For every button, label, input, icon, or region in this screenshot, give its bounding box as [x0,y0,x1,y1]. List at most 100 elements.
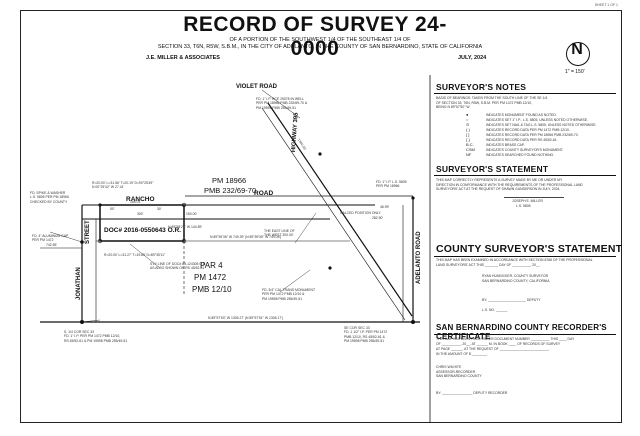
county-by-deputy: BY: ____________________ DEPUTY [482,298,541,302]
recorder-rule [434,334,616,335]
notes-line-2: OF SECTION 33, T6N, R5W, S.B.M. PER PM 1… [436,100,533,105]
note-bearing-top: N 89°59'36" W 749.39' (N 89°59'35" W 749… [210,235,282,239]
monument-ip-top [318,152,322,156]
note-dist-right: 282.90' [372,216,384,220]
note-rancho-dims: 165.01' [130,200,142,204]
legend-sym-4: [ ] [466,132,470,137]
recorder-line-4: IN THE AMOUNT OF $ ________. [436,352,488,356]
legend-sym-1: ○ [466,117,469,122]
county-statement-heading: COUNTY SURVEYOR'S STATEMENT [436,243,623,255]
assessor-county: SAN BERNARDINO COUNTY [436,374,482,378]
monument-spike [98,203,102,207]
county-line-1: THIS MAP HAS BEEN EXAMINED IN ACCORDANCE… [436,258,593,262]
recorder-line-1: THIS MAP HAS BEEN FILED UNDER DOCUMENT N… [436,337,575,341]
legend-sym-5: { } [466,137,470,142]
county-ls-no: L.S. NO. ______ [482,308,508,312]
note-bearing-bottom: N 89°57'50" W 1305.27' (N 89°57'51" W 13… [208,316,283,320]
road-label-jonathan: JONATHAN [76,267,82,300]
parcel-pmb-12-10: PMB 12/10 [192,285,232,294]
firm-name: J.E. MILLER & ASSOCIATES [146,55,220,61]
note-dim-46: 46.99' [380,205,390,209]
subtitle-line-2: SECTION 33, T6N, R5W, S.B.M., IN THE CIT… [157,44,483,50]
notes-line-3: BEING N 89°57'50" W [436,105,470,109]
monument-ip-right [411,196,415,200]
legend-text-6: INDICATES BRASS CAP. [486,143,525,147]
legend-text-4: INDICATES RECORD DATA PER PM 18966 PMB 2… [486,133,579,137]
note-fd-al-cap: FD. 4" ALUMINUM CAP PER PM 1472 [32,234,69,243]
subtitle-line-1: OF A PORTION OF THE SOUTHWEST 1/4 OF THE… [229,37,411,43]
note-calced: CALCED POSITION ONLY [340,211,381,215]
statement-line-1: THIS MAP CORRECTLY REPRESENTS A SURVEY M… [436,178,563,182]
recorder-deputy: BY: ________________ DEPUTY RECORDER [436,391,508,395]
note-east-line: THE EAST LINE OF THE WEST 300.00' [264,229,295,238]
note-curve-1: R=20.00' L=31.56' T=20.19' D=90°25'49" N… [92,181,154,190]
surveyors-statement-rule [434,175,616,176]
surveyors-statement-heading: SURVEYOR'S STATEMENT [436,164,549,174]
note-s14-corner: S. 1/4 COR SEC 33 FD. 1" I.P. PER PM 147… [64,330,128,343]
road-label-adelanto: ADELANTO ROAD [416,231,422,284]
legend-sym-6: B.C. [466,142,474,147]
legend-sym-7: CSM [466,147,475,152]
legend-text-2: INDICATES SET NAIL & TAG L.S. 5805, UNLE… [486,123,597,127]
map-scale: 1" = 150' [565,69,585,75]
county-name: SAN BERNARDINO COUNTY, CALIFORNIA [482,278,550,283]
legend-text-8: INDICATES SEARCHED FOUND NOTHING. [486,153,555,157]
monument-s14 [80,320,84,324]
east-line-leader [294,212,317,244]
legend-sym-8: NF [466,152,472,157]
survey-date: JULY, 2024 [458,55,487,61]
legend-sym-3: ( ) [466,127,470,132]
county-line-2: LAND SURVEYORS' ACT THIS _______ DAY OF … [436,262,541,267]
north-letter: N [571,41,583,58]
county-statement-rule [434,256,616,257]
violet-road-leader [261,89,301,119]
recorder-line-2: OF __________, 20__, AT ______ M. IN BOO… [436,342,561,346]
monument-set-se [181,238,187,244]
legend-text-0: INDICATES MONUMENT FOUND AS NOTED. [486,113,557,117]
parcel-pmb-232: PMB 232/69-70 [204,186,257,195]
road-label-road: ROAD [254,190,274,197]
monument-cal-trans [328,266,332,270]
note-se-corner: SE COR SEC 33 FD. 1 1/2" I.P. PER PM 147… [344,326,388,343]
assessor-name: CHRIS WILHITE [436,365,462,369]
note-fd-ip-top: FD. 1" I.P. RCE 25078 IN WELL PER PM 189… [256,97,308,110]
parcel-par-4: PAR 4 [200,261,223,270]
surveyor-signature-line [504,197,564,198]
sheet-border [20,10,622,423]
legend-sym-0: ● [466,112,469,117]
road-label-street: STREET [85,220,91,244]
note-dist-left: 742.55' [46,243,58,247]
surveyors-notes-rule [434,93,616,94]
sly-line-leader [129,243,161,269]
parcel-pm-1472: PM 1472 [194,273,227,282]
legend-text-1: INDICATES SET 1" I.P., L.S. 5805, UNLESS… [486,118,588,122]
note-dim-30: 30' [157,207,162,211]
legend-text-3: INDICATES RECORD DATA PER PM 1472 PMB 12… [486,128,570,132]
recorder-heading: SAN BERNARDINO COUNTY RECORDER'S CERTIFI… [436,323,607,341]
recorder-line-3: AT PAGE ______, AT THE REQUEST OF ______… [436,347,550,351]
highway-395-line [267,102,413,317]
note-fd-spike: FD. SPIKE & WASHER L.S. 5805 PER PM 1896… [30,191,69,204]
monument-set-ne [181,202,187,208]
assessor-title: ASSESSOR-RECORDER [436,369,476,374]
cal-trans-leader [279,269,311,293]
road-label-violet: VIOLET ROAD [236,84,278,90]
statement-line-2: DIRECTION IN CONFORMANCE WITH THE REQUIR… [436,182,583,187]
surveyors-notes-heading: SURVEYOR'S NOTES [436,82,527,92]
parcel-doc-number: DOC# 2016-0550643 O.R. [104,227,181,234]
statement-line-3: SURVEYORS' ACT AT THE REQUEST OF SHAWN G… [436,187,561,191]
parcel-pm-18966: PM 18966 [212,176,247,185]
note-cal-trans: FD. 3/4" CAL TRANS MONUMENT PER PM 1472 … [262,288,316,301]
legend-text-7: INDICATES COUNTY SURVEYOR'S MONUMENT. [486,148,564,152]
north-arrow-icon [566,42,590,66]
monument-set-sw [97,238,103,244]
surveyor-license: L.S. 5805 [516,204,531,208]
sheet-number: SHEET 1 OF 1 [594,3,618,7]
page-title: RECORD OF SURVEY 24-0000 [183,13,447,60]
legend-sym-2: ⊙ [466,122,470,127]
legend-text-5: INDICATES RECORD DATA PER RS 45/52-61. [486,138,558,142]
road-label-rancho: RANCHO [126,196,155,203]
note-curve-2: R=20.00' L=31.27' T=19.89' D=89°35'11" [104,253,166,257]
note-dim-150: 150.00' [186,212,198,216]
